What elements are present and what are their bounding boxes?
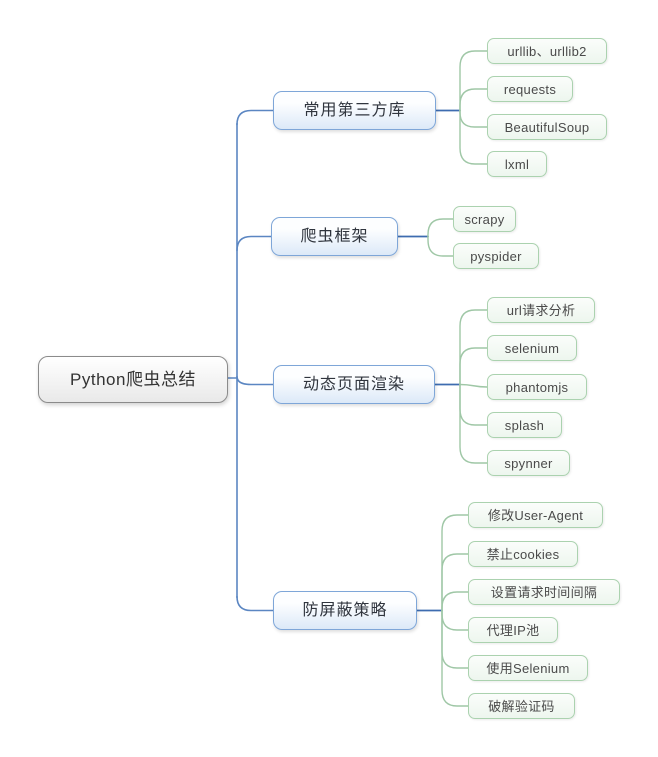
connector [459, 309, 488, 386]
connector [427, 235, 454, 257]
leaf-node[interactable]: selenium [487, 335, 577, 361]
leaf-label: selenium [504, 340, 560, 356]
connector [459, 347, 488, 386]
leaf-label: 使用Selenium [486, 660, 570, 676]
leaf-node[interactable]: pyspider [453, 243, 539, 269]
branch-label: 爬虫框架 [300, 227, 369, 245]
connector [459, 109, 488, 165]
connector [441, 609, 469, 707]
leaf-label: 破解验证码 [488, 698, 555, 714]
leaf-label: BeautifulSoup [504, 119, 590, 135]
leaf-label: 禁止cookies [486, 546, 560, 562]
branch-label: 常用第三方库 [303, 101, 406, 119]
connector [236, 375, 276, 386]
branch-node-third-party-libs[interactable]: 常用第三方库 [273, 91, 436, 130]
leaf-node[interactable]: 修改User-Agent [468, 502, 603, 528]
connector [459, 383, 488, 388]
connector [236, 595, 276, 612]
connector [427, 218, 454, 238]
leaf-label: pyspider [470, 248, 522, 264]
branch-node-anti-blocking-strategies[interactable]: 防屏蔽策略 [273, 591, 417, 630]
connector [236, 109, 276, 126]
leaf-node[interactable]: scrapy [453, 206, 516, 232]
connector [441, 609, 469, 631]
connector [441, 609, 469, 669]
leaf-label: 修改User-Agent [487, 507, 584, 523]
branch-node-dynamic-page-rendering[interactable]: 动态页面渲染 [273, 365, 435, 404]
branch-label: 动态页面渲染 [302, 375, 405, 393]
leaf-label: splash [504, 417, 545, 433]
leaf-label: requests [503, 81, 557, 97]
leaf-label: phantomjs [505, 379, 569, 395]
leaf-label: url请求分析 [506, 302, 576, 318]
leaf-node[interactable]: splash [487, 412, 562, 438]
connector [459, 88, 488, 112]
leaf-node[interactable]: urllib、urllib2 [487, 38, 607, 64]
connector [236, 235, 274, 252]
leaf-label: scrapy [464, 211, 505, 227]
connector [459, 383, 488, 464]
leaf-node[interactable]: 禁止cookies [468, 541, 578, 567]
connector [459, 383, 488, 426]
root-node[interactable]: Python爬虫总结 [38, 356, 228, 403]
connector [441, 553, 469, 612]
leaf-node[interactable]: 破解验证码 [468, 693, 575, 719]
leaf-node[interactable]: BeautifulSoup [487, 114, 607, 140]
branch-label: 防屏蔽策略 [302, 601, 388, 619]
branch-node-crawler-frameworks[interactable]: 爬虫框架 [271, 217, 398, 256]
connector [459, 109, 488, 128]
leaf-node[interactable]: requests [487, 76, 573, 102]
leaf-node[interactable]: 代理IP池 [468, 617, 558, 643]
leaf-node[interactable]: spynner [487, 450, 570, 476]
root-label: Python爬虫总结 [70, 370, 196, 389]
leaf-node[interactable]: 使用Selenium [468, 655, 588, 681]
leaf-label: spynner [504, 455, 553, 471]
connector [441, 514, 469, 612]
leaf-node[interactable]: 设置请求时间间隔 [468, 579, 620, 605]
leaf-label: 设置请求时间间隔 [490, 584, 598, 600]
connector [441, 591, 469, 612]
leaf-label: lxml [504, 156, 530, 172]
leaf-node[interactable]: lxml [487, 151, 547, 177]
leaf-node[interactable]: url请求分析 [487, 297, 595, 323]
leaf-label: 代理IP池 [486, 622, 540, 638]
connector [459, 50, 488, 112]
leaf-label: urllib、urllib2 [507, 43, 587, 59]
leaf-node[interactable]: phantomjs [487, 374, 587, 400]
